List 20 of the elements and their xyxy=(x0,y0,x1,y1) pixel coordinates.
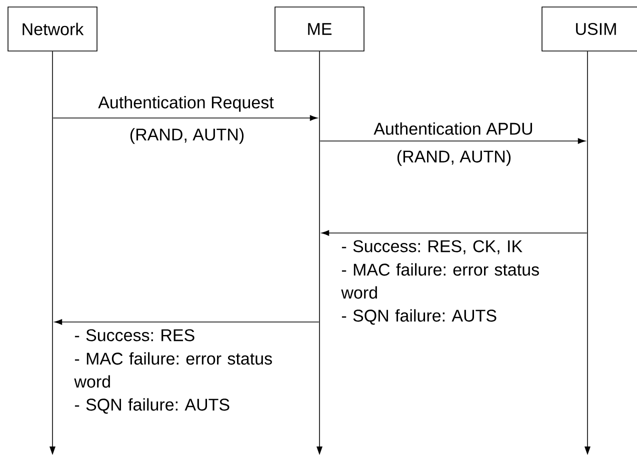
message-arrow xyxy=(322,230,588,236)
message-label: Authentication APDU xyxy=(374,122,532,135)
lifeline-box: ME xyxy=(274,6,364,52)
lifeline-box: Network xyxy=(8,6,98,52)
message-label: Authentication Request xyxy=(98,96,274,112)
message-text: - MAC failure: error status word xyxy=(74,352,272,388)
lifeline-arrow xyxy=(50,51,56,455)
lifeline-box: USIM xyxy=(542,6,637,52)
message-text: (RAND, AUTN) xyxy=(130,128,244,144)
message-text: - SQN failure: AUTS xyxy=(74,398,230,414)
message-text: - Success: RES, CK, IK xyxy=(342,240,522,254)
message-arrow xyxy=(320,138,586,144)
message-text: - MAC failure: error status word xyxy=(341,263,539,299)
message-text: (RAND, AUTN) xyxy=(397,150,511,166)
message-arrow xyxy=(54,319,320,325)
lifeline-arrow xyxy=(316,51,322,455)
message-text: - SQN failure: AUTS xyxy=(342,309,496,325)
message-text: - Success: RES xyxy=(74,329,194,342)
message-arrow xyxy=(52,115,318,121)
lifeline-arrow xyxy=(584,51,590,455)
